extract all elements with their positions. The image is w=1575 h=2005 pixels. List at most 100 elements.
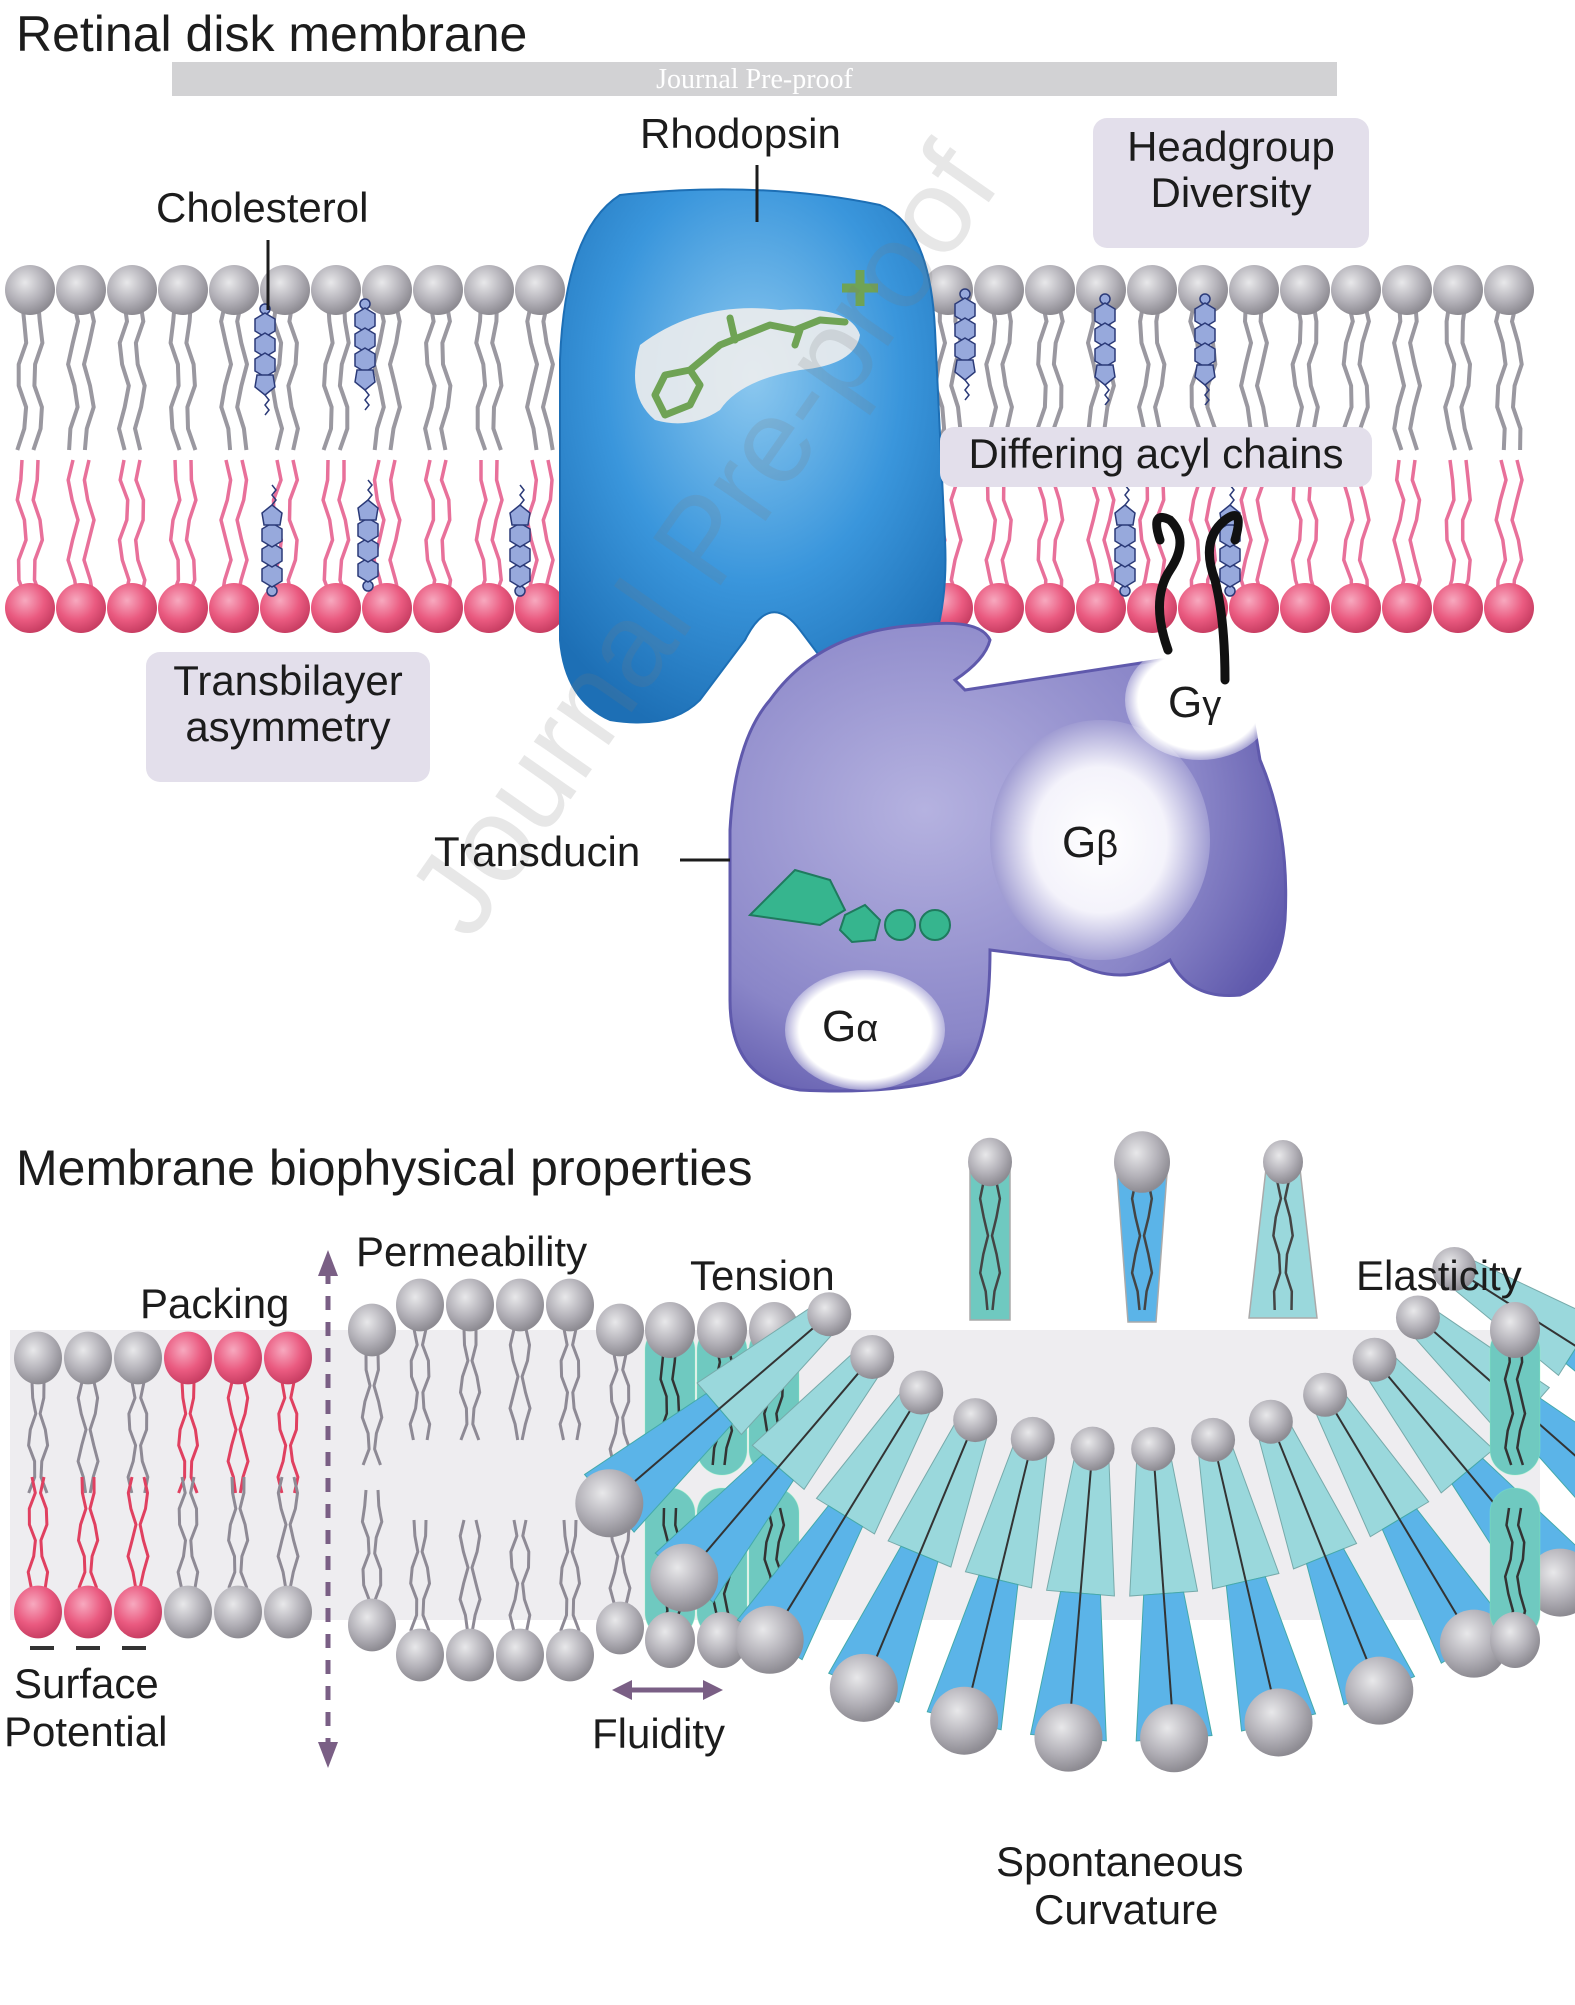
lipid-tail — [238, 1476, 250, 1589]
lipid-tail — [508, 1328, 520, 1441]
lipid-headgroup — [1034, 1703, 1103, 1772]
outer-headgroup — [260, 265, 310, 315]
top-lipid — [311, 265, 361, 633]
outer-tail — [1459, 299, 1473, 451]
bilayer-lipid — [546, 1278, 594, 1441]
outer-tail — [423, 299, 437, 451]
lipid-tail — [189, 1476, 200, 1589]
cholesterol-ring — [1114, 522, 1136, 548]
inner-headgroup — [5, 583, 55, 633]
lipid-tail — [777, 1356, 873, 1469]
cholesterol-molecule — [1094, 293, 1116, 406]
outer-tail — [1392, 299, 1407, 451]
bilayer-lipid — [446, 1278, 494, 1441]
bilayer-lipid — [396, 1278, 444, 1441]
top-lipid — [107, 265, 157, 633]
inner-headgroup — [1382, 583, 1432, 633]
bilayer-lipid — [496, 1519, 544, 1682]
lipid-headgroup — [899, 1370, 944, 1415]
inner-tail — [1443, 459, 1457, 601]
lipid-headgroup — [1010, 1416, 1055, 1461]
inner-headgroup — [974, 583, 1024, 633]
transbilayer-asymmetry-tag: Transbilayer asymmetry — [146, 652, 430, 782]
outer-tail — [1357, 299, 1371, 451]
arrow-right-icon — [703, 1680, 723, 1700]
arrow-left-icon — [612, 1680, 632, 1700]
top-lipid — [974, 265, 1024, 633]
lipid-tail — [1324, 1394, 1401, 1520]
inner-headgroup — [107, 583, 157, 633]
lipid-headgroup — [264, 1331, 312, 1385]
lipid-tail — [126, 1381, 138, 1494]
fluidity-label: Fluidity — [592, 1710, 726, 1757]
inner-headgroup — [1229, 583, 1279, 633]
curved-outer-lipid — [1565, 1348, 1575, 1372]
lipid-headgroup — [645, 1302, 695, 1358]
lipid-tail — [76, 1476, 88, 1589]
outer-tail — [1153, 299, 1167, 451]
inner-tail — [372, 459, 386, 601]
outer-tail — [439, 299, 453, 451]
lipid-headgroup — [496, 1278, 544, 1332]
outer-headgroup — [1331, 265, 1381, 315]
lipid-tail — [238, 1381, 250, 1494]
cholesterol-ring — [357, 499, 379, 521]
lipid-tail — [1212, 1439, 1247, 1582]
lipid-tail — [1272, 1179, 1283, 1311]
nucleotide-sugar — [838, 903, 882, 944]
outer-tail — [168, 299, 182, 451]
inner-tail — [286, 459, 300, 601]
lipid-tail — [176, 1476, 188, 1589]
top-lipid — [1433, 265, 1483, 633]
lipid-tail — [470, 1329, 482, 1441]
outer-tail — [1254, 299, 1269, 451]
lipid-tail — [27, 1381, 38, 1494]
lipid-tail — [38, 1381, 50, 1494]
inner-tail — [337, 460, 351, 601]
top-lipid — [56, 265, 106, 633]
lipid-tail — [88, 1476, 100, 1589]
cholesterol-ring — [1094, 364, 1116, 386]
bottom-panel-title: Membrane biophysical properties — [16, 1140, 753, 1196]
bilayer-lipid — [114, 1476, 162, 1639]
arrow-up-icon — [318, 1250, 338, 1276]
cholesterol-tail — [519, 484, 525, 506]
inner-tail — [184, 459, 198, 601]
outer-tail — [1494, 299, 1508, 451]
cholesterol-ring — [354, 369, 376, 391]
watermark-bar: Journal Pre-proof — [172, 62, 1337, 96]
lipid-headgroup — [596, 1601, 644, 1655]
bilayer-lipid — [164, 1476, 212, 1639]
cholesterol-molecule — [1194, 293, 1216, 406]
cholesterol-ring — [509, 504, 531, 526]
cholesterol-molecule — [261, 484, 283, 597]
lipid-headgroup — [546, 1628, 594, 1682]
outer-headgroup — [56, 265, 106, 315]
inner-headgroup — [158, 583, 208, 633]
inner-headgroup — [1433, 583, 1483, 633]
lipid-tail — [138, 1476, 150, 1589]
top-lipid — [464, 265, 514, 633]
retinal-binding-pocket — [635, 308, 860, 424]
outer-tail — [235, 299, 250, 451]
cholesterol-ring — [1114, 504, 1136, 526]
lipid-headgroup — [850, 1334, 895, 1379]
biophysical-properties-panel — [10, 1131, 1575, 1773]
curved-outer-lipid — [1029, 1590, 1107, 1742]
lipid-headgroup — [829, 1653, 898, 1722]
outer-headgroup — [1433, 265, 1483, 315]
top-lipid — [158, 265, 208, 633]
arrow-down-icon — [318, 1742, 338, 1768]
lipid-headgroup — [596, 1303, 644, 1357]
lipid-tail — [718, 1313, 830, 1410]
lipid-headgroup — [1303, 1372, 1348, 1417]
lipid-tail — [1269, 1421, 1326, 1557]
lipid-tail — [1283, 1179, 1294, 1311]
cholesterol-ring — [954, 337, 976, 363]
lipid-anchor — [1152, 513, 1185, 655]
lipid-tail — [409, 1519, 420, 1632]
inner-tail — [1510, 459, 1524, 601]
cholesterol-ring — [354, 347, 376, 373]
g-alpha-label: Gα — [822, 1003, 878, 1050]
